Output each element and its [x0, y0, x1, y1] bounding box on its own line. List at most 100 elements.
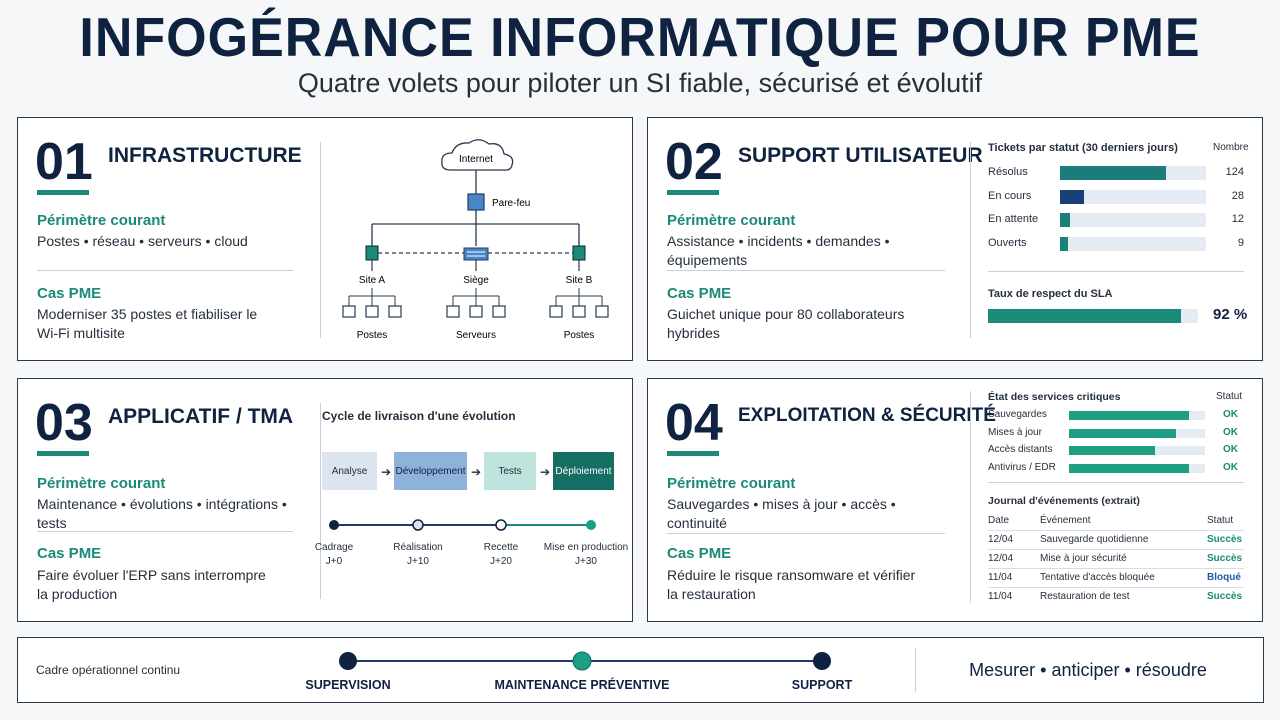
chart-value-header: Nombre	[1213, 142, 1249, 153]
service-track	[1069, 428, 1205, 438]
bar-label: En attente	[988, 213, 1039, 225]
milestone-day: J+10	[407, 556, 429, 567]
bar-label: Ouverts	[988, 236, 1027, 249]
vertical-separator	[915, 648, 916, 692]
bar-label: Résolus	[988, 166, 1028, 178]
divider	[667, 270, 945, 271]
services-status-header: Statut	[1216, 391, 1243, 402]
log-event: Restauration de test	[1040, 591, 1130, 602]
number-underline	[667, 451, 719, 456]
bar-value: 9	[1237, 236, 1244, 249]
divider	[988, 482, 1244, 483]
service-status: OK	[1223, 426, 1238, 438]
log-status: Succès	[1207, 553, 1243, 564]
bar	[1060, 236, 1068, 251]
case-heading: Cas PME	[37, 285, 102, 302]
site-b-label: Site B	[566, 275, 593, 286]
case-text: Moderniser 35 postes et fiabiliser le Wi…	[37, 306, 258, 341]
panel-applicatif: 03 APPLICATIF / TMA Périmètre courant Ma…	[17, 378, 633, 622]
service-name: Antivirus / EDR	[988, 461, 1056, 473]
step-dot	[339, 652, 357, 670]
step-maintenance: MAINTENANCE PRÉVENTIVE	[494, 678, 670, 692]
log-event: Tentative d'accès bloquée	[1040, 572, 1155, 583]
service-name: Accès distants	[988, 444, 1053, 455]
panel-infrastructure: 01 INFRASTRUCTURE Périmètre courant Post…	[17, 117, 633, 361]
scope-heading: Périmètre courant	[667, 212, 796, 229]
firewall-label: Pare-feu	[492, 198, 530, 209]
panel-title: EXPLOITATION & SÉCURITÉ	[738, 405, 996, 426]
panel-number: 04	[665, 394, 723, 452]
panel-title: SUPPORT UTILISATEUR	[738, 144, 983, 167]
sla-fill	[988, 309, 1181, 323]
arrow-icon: ➔	[471, 465, 482, 479]
service-bar	[1069, 446, 1155, 455]
log-status: Succès	[1207, 534, 1243, 545]
case-heading: Cas PME	[37, 545, 102, 562]
service-bar	[1069, 411, 1189, 420]
divider	[37, 531, 293, 532]
firewall-icon	[467, 193, 485, 211]
footer-label: Cadre opérationnel continu	[36, 663, 181, 677]
log-header-event: Événement	[1040, 515, 1091, 526]
bar-track	[1060, 213, 1206, 227]
log-date: 11/04	[988, 572, 1013, 583]
step-dot	[813, 652, 831, 670]
vertical-separator	[320, 403, 321, 599]
service-bar	[1069, 428, 1176, 438]
milestone-dot	[495, 519, 507, 531]
arrow-icon: ➔	[381, 465, 392, 479]
case-text: Faire évoluer l'ERP sans interrompre la …	[37, 567, 266, 602]
milestone-name: Mise en production	[543, 542, 629, 553]
step-dot	[572, 651, 592, 671]
milestone-name: Recette	[483, 542, 519, 553]
case-heading: Cas PME	[667, 285, 732, 302]
milestone-day: J+30	[575, 556, 597, 567]
number-underline	[37, 451, 89, 456]
bar-track	[1060, 189, 1206, 204]
log-header-status: Statut	[1207, 515, 1234, 526]
stage-deploiement: Déploiement	[553, 452, 614, 490]
page-title: INFOGÉRANCE INFORMATIQUE POUR PME	[79, 7, 1201, 69]
scope-text: Assistance • incidents • demandes • équi…	[667, 233, 890, 268]
number-underline	[37, 190, 89, 195]
network-diagram: Internet Pare-feu Site A Siège Site B	[342, 139, 609, 341]
cycle-title: Cycle de livraison d'une évolution	[322, 409, 516, 423]
milestone-name: Réalisation	[393, 542, 443, 553]
service-status: OK	[1223, 461, 1238, 473]
bar	[1060, 213, 1070, 227]
footer-band: Cadre opérationnel continu SUPERVISION M…	[17, 637, 1264, 703]
service-track	[1069, 411, 1205, 420]
case-text: Réduire le risque ransomware et vérifier…	[667, 567, 916, 602]
log-title: Journal d'événements (extrait)	[988, 495, 1140, 507]
divider	[37, 270, 293, 271]
workstation-icon	[388, 305, 402, 318]
scope-heading: Périmètre courant	[667, 475, 796, 492]
milestone-day: J+0	[325, 556, 343, 567]
timeline	[329, 519, 596, 531]
hq-label: Siège	[463, 275, 489, 286]
page-subtitle: Quatre volets pour piloter un SI fiable,…	[297, 68, 983, 98]
log-event: Sauvegarde quotidienne	[1040, 534, 1149, 545]
workstation-icon	[595, 305, 609, 318]
sla-title: Taux de respect du SLA	[988, 288, 1113, 300]
footer-timeline	[339, 651, 831, 671]
footer-motto: Mesurer • anticiper • résoudre	[969, 660, 1207, 680]
service-bar	[1069, 463, 1189, 473]
arrow-icon: ➔	[540, 465, 551, 479]
bar-label: En cours	[988, 189, 1032, 202]
panel-number: 03	[35, 394, 93, 452]
switch-icon	[365, 245, 379, 261]
workstation-icon	[365, 305, 379, 318]
log-date: 12/04	[988, 553, 1014, 564]
bar-track	[1060, 166, 1206, 180]
milestone-dot	[329, 520, 339, 530]
scope-heading: Périmètre courant	[37, 212, 166, 229]
vertical-separator	[320, 142, 321, 338]
vertical-separator	[970, 142, 971, 338]
stage-tests: Tests	[484, 452, 536, 490]
milestone-dot	[412, 519, 424, 531]
divider	[988, 271, 1244, 272]
sla-track	[988, 309, 1198, 323]
service-track	[1069, 446, 1205, 455]
postes-label: Postes	[564, 330, 595, 341]
